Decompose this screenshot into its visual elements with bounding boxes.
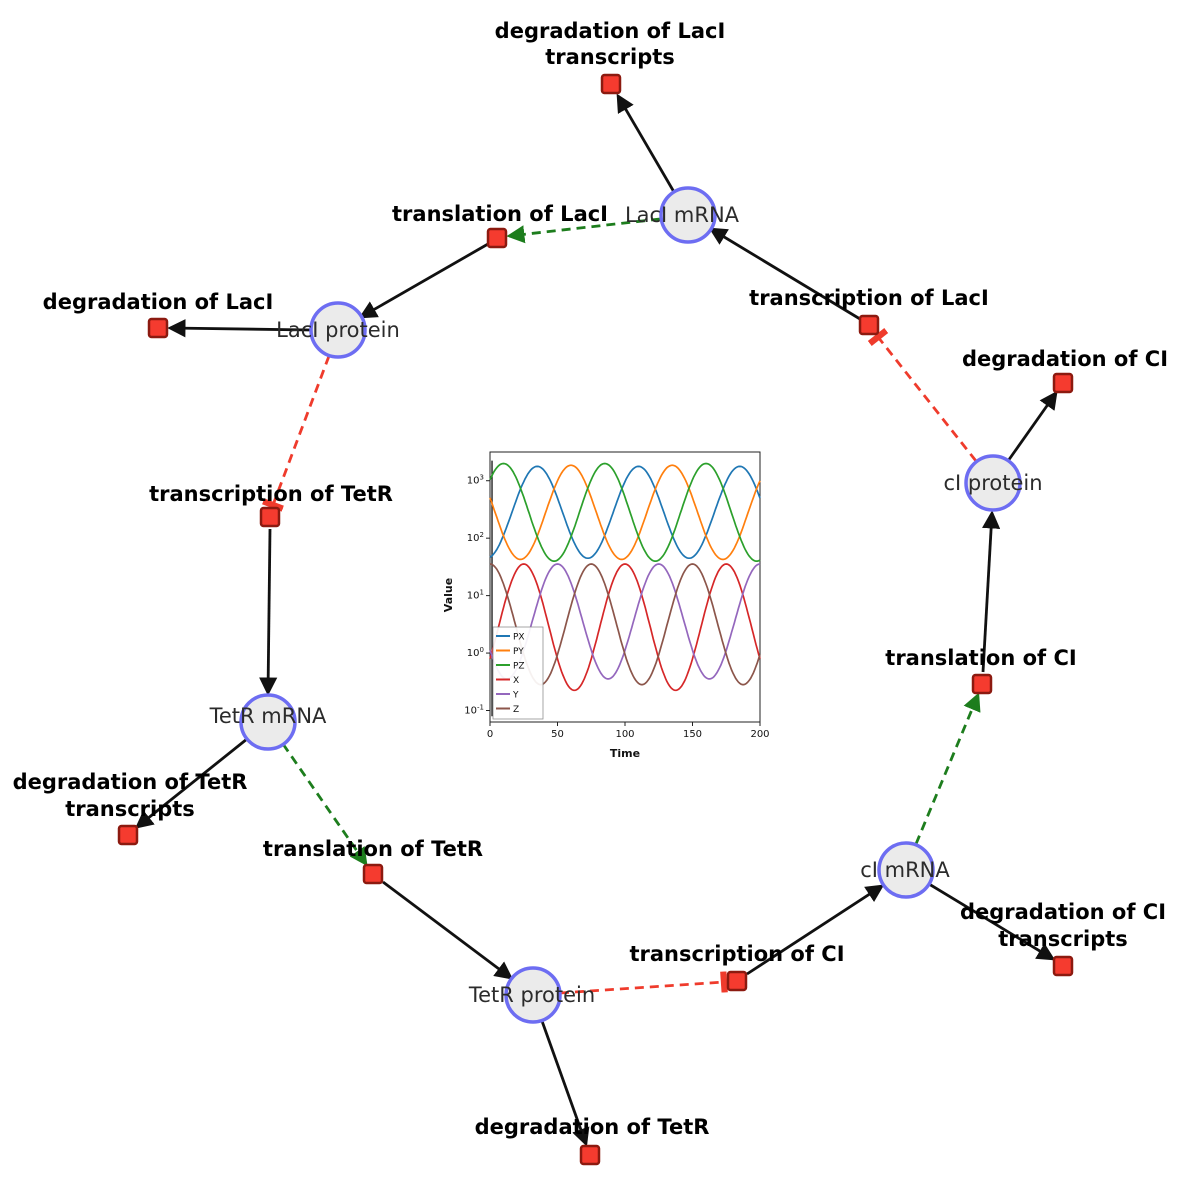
edge-ciprotein-inhibits-laci-transcription bbox=[867, 328, 978, 462]
reaction-node-translation-ci[interactable] bbox=[971, 673, 993, 695]
x-tick-label: 150 bbox=[683, 729, 702, 740]
ci-mrna-circle bbox=[877, 841, 935, 899]
x-tick-label: 100 bbox=[615, 729, 634, 740]
edge-tetrprotein-to-deg bbox=[540, 1020, 590, 1147]
label-degradation-laci-transcripts-2: transcripts bbox=[545, 45, 675, 69]
tetr-protein-label: TetR protein bbox=[468, 983, 595, 1007]
series-line-Y bbox=[489, 563, 761, 680]
x-axis-label: Time bbox=[610, 747, 640, 760]
edge-lacimrna-to-deg-transcripts bbox=[616, 93, 676, 193]
series-line-PX bbox=[489, 465, 761, 560]
x-tick-label: 0 bbox=[487, 729, 493, 740]
edge-laciprotein-inhibits-tetr-transcription bbox=[262, 355, 331, 512]
laci-protein-label: LacI protein bbox=[276, 318, 400, 342]
inset-chart: 0 50 100 150 200 10-1 100 101 102 103 PX PY PZ XYZ T… bbox=[442, 451, 770, 760]
species-node-tetr-protein[interactable]: TetR protein bbox=[468, 966, 595, 1024]
edges bbox=[134, 93, 1058, 1147]
legend-label-X: X bbox=[513, 676, 519, 686]
legend-box bbox=[492, 626, 544, 720]
ci-protein-circle bbox=[964, 454, 1022, 512]
laci-protein-circle bbox=[309, 301, 367, 359]
label-degradation-tetr-transcripts-1: degradation of TetR bbox=[13, 770, 248, 794]
label-translation-ci: translation of CI bbox=[885, 646, 1076, 670]
label-degradation-laci: degradation of LacI bbox=[43, 290, 274, 314]
reaction-node-translation-tetr[interactable] bbox=[362, 863, 384, 885]
edge-tetrprotein-inhibits-ci-transcription bbox=[559, 971, 728, 995]
x-tick-label: 200 bbox=[750, 729, 769, 740]
reaction-node-transcription-ci[interactable] bbox=[726, 970, 748, 992]
series-line-PY bbox=[489, 464, 761, 561]
label-transcription-ci: transcription of CI bbox=[629, 942, 844, 966]
reaction-nodes bbox=[117, 73, 1074, 1166]
chart-legend: PX PY PZ XYZ bbox=[492, 626, 544, 720]
reaction-node-transcription-laci[interactable] bbox=[858, 314, 880, 336]
species-node-ci-mrna[interactable]: cI mRNA bbox=[860, 841, 950, 899]
edge-ciprotein-to-deg bbox=[1006, 390, 1058, 462]
label-transcription-tetr: transcription of TetR bbox=[149, 482, 393, 506]
legend-label-PX: PX bbox=[513, 633, 525, 643]
edge-translation-to-tetrprotein bbox=[382, 880, 514, 980]
ci-protein-label: cI protein bbox=[943, 471, 1042, 495]
reaction-node-degradation-ci-transcripts[interactable] bbox=[1052, 955, 1074, 977]
label-translation-laci: translation of LacI bbox=[392, 202, 608, 226]
y-tick-label: 10-1 bbox=[464, 704, 484, 717]
reaction-node-transcription-tetr[interactable] bbox=[259, 506, 281, 528]
edge-tetrmrna-to-deg-transcripts bbox=[134, 737, 248, 829]
edge-transcription-to-cimrna bbox=[746, 884, 885, 976]
x-tick-label: 50 bbox=[551, 729, 564, 740]
legend-label-Z: Z bbox=[513, 705, 519, 715]
edge-tetrmrna-modifies-translation bbox=[281, 743, 368, 867]
label-transcription-laci: transcription of LacI bbox=[749, 286, 989, 310]
tetr-mrna-circle bbox=[239, 693, 297, 751]
y-tick-label: 101 bbox=[467, 589, 484, 602]
reaction-node-degradation-tetr[interactable] bbox=[579, 1144, 601, 1166]
edge-translation-to-ciprotein bbox=[981, 510, 1001, 673]
legend-label-PY: PY bbox=[513, 647, 524, 657]
label-degradation-ci-transcripts-1: degradation of CI bbox=[960, 900, 1166, 924]
series-line-PZ bbox=[489, 462, 761, 562]
legend-label-Y: Y bbox=[512, 691, 519, 701]
label-degradation-ci-transcripts-2: transcripts bbox=[998, 927, 1128, 951]
reaction-node-degradation-ci[interactable] bbox=[1052, 372, 1074, 394]
reaction-labels: degradation of LacI transcripts translat… bbox=[13, 19, 1168, 1139]
species-node-ci-protein[interactable]: cI protein bbox=[943, 454, 1043, 512]
edge-transcription-to-tetrmrna bbox=[259, 528, 278, 696]
species-node-laci-protein[interactable]: LacI protein bbox=[276, 301, 400, 359]
reaction-node-degradation-tetr-transcripts[interactable] bbox=[117, 824, 139, 846]
laci-mrna-circle bbox=[659, 186, 717, 244]
label-degradation-tetr-transcripts-2: transcripts bbox=[65, 797, 195, 821]
edge-cimrna-modifies-translation bbox=[914, 692, 981, 845]
chart-series bbox=[489, 460, 761, 717]
tetr-mrna-label: TetR mRNA bbox=[209, 704, 327, 728]
edge-cimrna-to-deg-transcripts bbox=[928, 882, 1056, 961]
y-tick-label: 100 bbox=[467, 646, 484, 659]
label-degradation-laci-transcripts-1: degradation of LacI bbox=[495, 19, 726, 43]
label-degradation-ci: degradation of CI bbox=[962, 347, 1168, 371]
laci-mrna-label: LacI mRNA bbox=[625, 203, 740, 227]
y-tick-label: 102 bbox=[467, 531, 484, 544]
reaction-node-degradation-laci[interactable] bbox=[147, 317, 169, 339]
chart-ticks: 0 50 100 150 200 10-1 100 101 102 103 bbox=[464, 474, 769, 740]
series-line-X bbox=[489, 563, 761, 692]
edge-translation-to-laciprotein bbox=[358, 242, 489, 319]
species-node-tetr-mrna[interactable]: TetR mRNA bbox=[209, 693, 327, 751]
edge-lacimrna-modifies-translation bbox=[506, 217, 661, 244]
label-degradation-tetr: degradation of TetR bbox=[475, 1115, 710, 1139]
legend-label-PZ: PZ bbox=[513, 662, 525, 672]
ci-mrna-label: cI mRNA bbox=[860, 858, 950, 882]
reaction-node-translation-laci[interactable] bbox=[486, 227, 508, 249]
tetr-protein-circle bbox=[504, 966, 562, 1024]
y-axis-label: Value bbox=[442, 578, 455, 612]
edge-transcription-to-lacimrna bbox=[708, 227, 861, 321]
label-translation-tetr: translation of TetR bbox=[263, 837, 483, 861]
y-tick-label: 103 bbox=[467, 474, 484, 487]
species-node-laci-mrna[interactable]: LacI mRNA bbox=[625, 186, 740, 244]
species-nodes: LacI mRNA LacI protein TetR mRNA TetR pr… bbox=[209, 186, 1043, 1024]
edge-laciprotein-to-deg bbox=[167, 319, 312, 338]
reaction-node-degradation-laci-transcripts[interactable] bbox=[600, 73, 622, 95]
